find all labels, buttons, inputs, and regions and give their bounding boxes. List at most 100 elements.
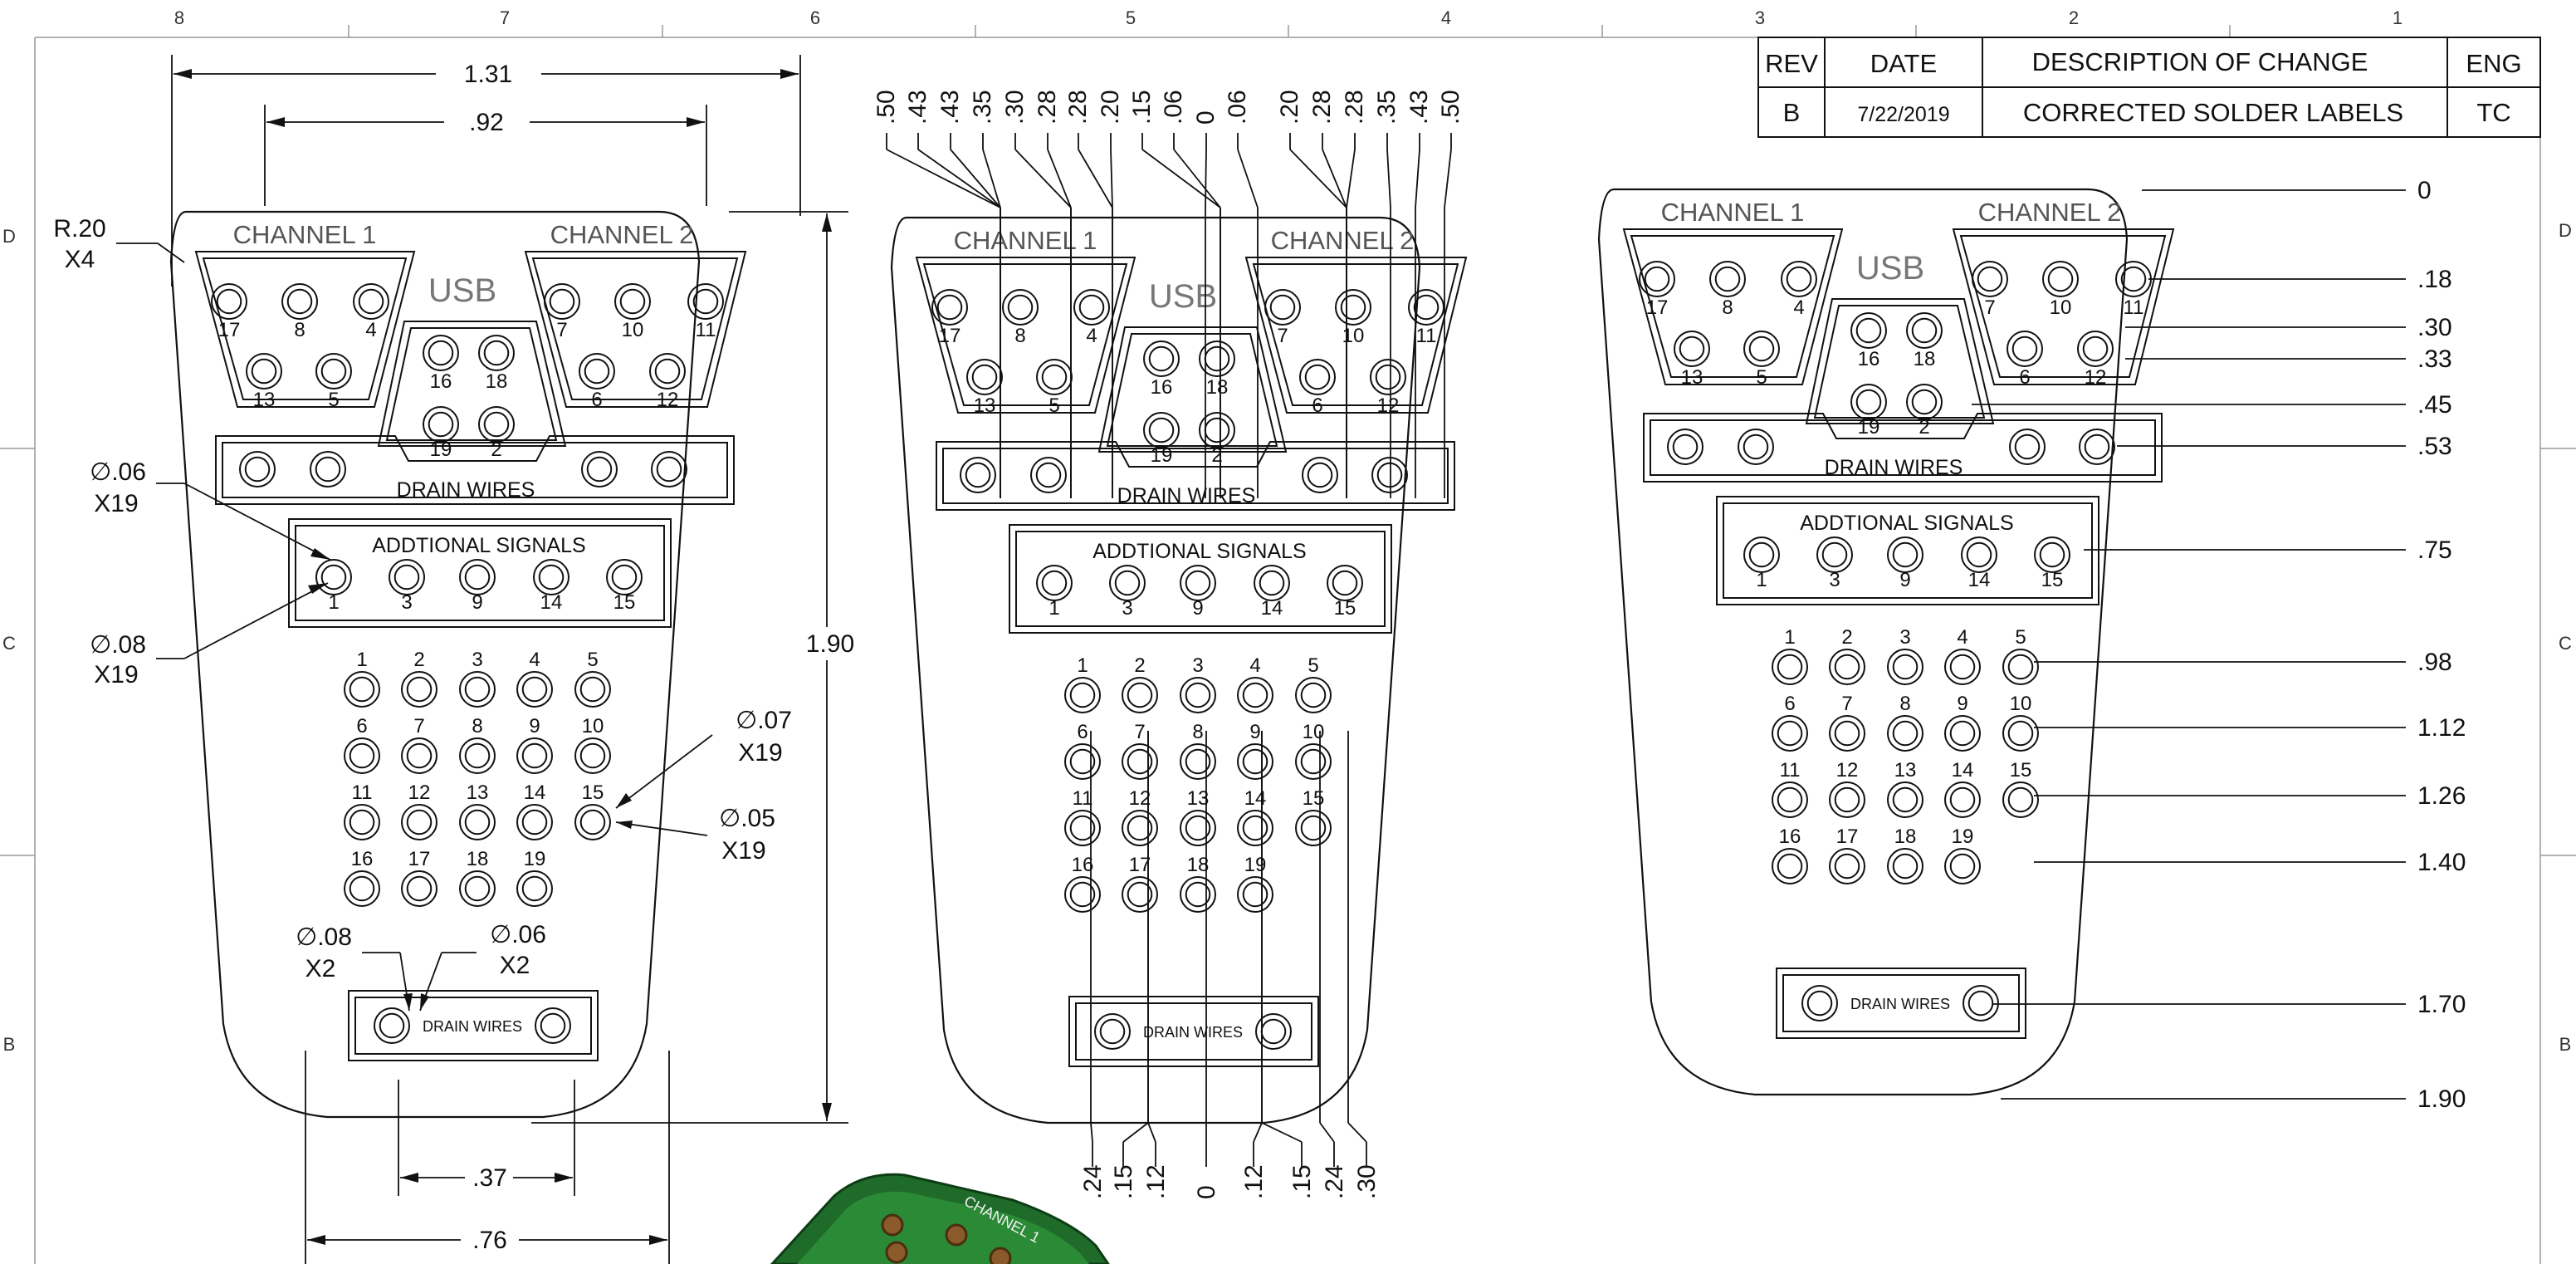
channel2-title: CHANNEL 2 [550,220,694,249]
pin-hole-inner [1007,294,1034,321]
channel1-frame [915,257,1136,414]
ordinate-label-right: .45 [2417,391,2452,419]
pin-label: 6 [2019,366,2030,389]
pin-hole-inner [1672,434,1699,460]
ordinate-leader [1237,149,1259,208]
right-view-dimensions: 0.18.30.33.45.53.75.981.121.261.401.701.… [1972,177,2466,1113]
pin-label: 18 [1187,854,1210,876]
pin-hole-inner [540,1012,566,1039]
pin-hole-inner [1949,654,1976,680]
pin-hole-inner [406,875,433,902]
pin-hole [1299,359,1336,395]
ordinate-leader [1090,1122,1093,1143]
pin-hole [2077,331,2114,367]
pin-hole [1772,781,1808,818]
pin-label: 2 [413,649,424,671]
pin-hole [401,804,437,840]
pin-hole-inner [965,462,991,488]
pin-hole [1030,457,1067,493]
ordinate-leader [1173,149,1221,208]
pin-label: 8 [1899,693,1910,715]
pin-hole [1255,1013,1292,1050]
ordinate-label-top: .28 [1341,90,1368,125]
pin-hole-inner [483,411,510,438]
pin-hole [1064,677,1101,713]
pin-hole [1180,876,1216,913]
pin-hole-inner [549,288,575,315]
ordinate-label-right: .33 [2417,345,2452,373]
ordinate-leader [1205,149,1207,208]
pin-label: 1 [1784,626,1795,649]
pin-hole-inner [358,288,384,315]
pin-hole [1887,536,1923,573]
callout-drain-qty-1: X2 [306,955,336,982]
usb-frame-inner [385,327,558,441]
pin-hole-inner [1242,881,1268,908]
ordinate-leader [1289,149,1347,208]
pin-hole [1109,565,1146,601]
usb-frame-inner [1813,305,1986,419]
board-outline [1597,188,2129,1096]
pcb-pad [881,1213,904,1237]
zone-col-6: 6 [810,7,820,28]
board-outline [890,216,1421,1124]
pin-hole [2002,781,2039,818]
ordinate-leader [1261,1122,1303,1143]
pin-hole [1302,457,1338,493]
pin-label: 3 [1192,654,1203,677]
pin-hole-inner [428,411,454,438]
pin-hole [401,737,437,774]
pin-label: 11 [352,781,373,804]
drain-frame [936,441,1455,511]
channel1-frame [194,251,416,408]
ordinate-label-top: .30 [1001,90,1029,125]
pin-label: 11 [1073,787,1093,810]
pin-label: 14 [540,591,563,614]
pin-hole [1180,677,1216,713]
zone-column-labels: 8 7 6 5 4 3 2 1 [174,7,2402,28]
pin-label: 19 [1244,854,1267,876]
pin-hole-inner [1242,682,1268,708]
drain-frame [1643,413,2163,483]
pin-hole [1094,1013,1131,1050]
pin-hole [239,451,276,487]
ordinate-label-right: 1.40 [2417,849,2466,876]
pin-hole-inner [1127,748,1153,775]
zone-col-2: 2 [2069,7,2079,28]
pin-label: 4 [1957,626,1967,649]
pin-hole [651,451,687,487]
pin-hole-inner [1777,720,1803,747]
pin-hole [614,283,651,320]
pin-label: 18 [486,370,508,393]
pin-hole-inner [1127,881,1153,908]
pin-hole-inner [483,340,510,366]
ordinate-leader [1322,149,1347,208]
pin-hole-inner [579,742,606,769]
ordinate-label-top: .50 [873,90,900,125]
pin-hole [1064,876,1101,913]
pin-label: 5 [328,389,339,411]
pin-label: 13 [1894,759,1917,781]
pin-hole [2034,536,2070,573]
pin-hole-inner [1855,317,1882,344]
dim-drain-spacing: .37 [472,1164,507,1192]
board-outline [169,210,701,1119]
pin-hole-inner [1855,389,1882,415]
pin-hole [1036,565,1073,601]
zone-col-8: 8 [174,7,184,28]
pin-hole [1944,848,1981,884]
pin-hole [1002,289,1039,326]
pin-hole-inner [1300,815,1327,841]
pin-hole [1944,715,1981,752]
pin-hole-inner [1204,417,1230,443]
channel2-title: CHANNEL 2 [1271,226,1415,255]
pin-hole-inner [1185,815,1211,841]
pin-label: 4 [1249,654,1260,677]
ordinate-label-bottom: .12 [1142,1164,1170,1199]
pin-hole-inner [1185,682,1211,708]
pin-label: 2 [491,438,501,461]
dim-width-connectors: .92 [469,109,504,136]
ordinate-label-right: 1.12 [2417,714,2466,742]
pin-hole-inner [579,809,606,835]
